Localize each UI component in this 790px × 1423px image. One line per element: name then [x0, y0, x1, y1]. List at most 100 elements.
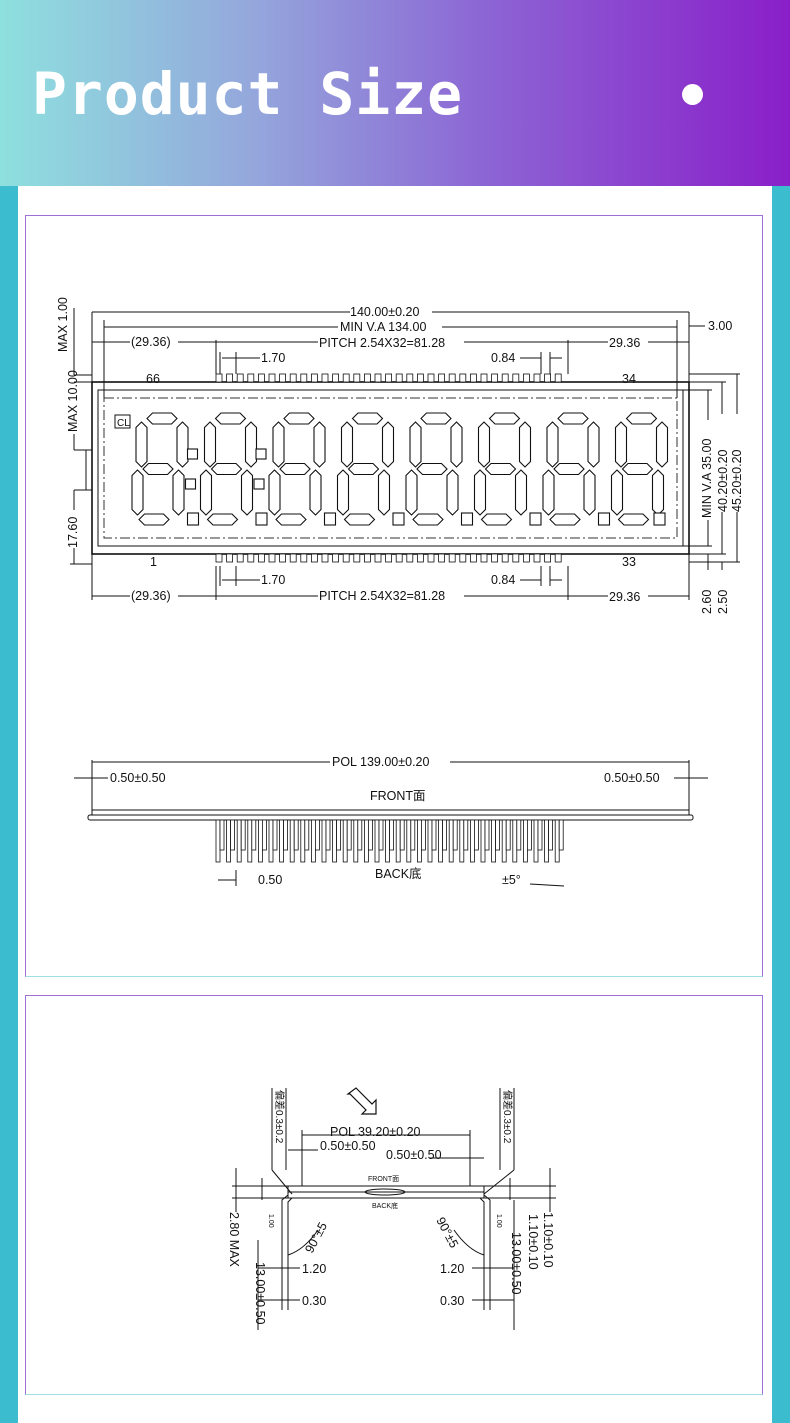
digit-segment — [409, 421, 422, 468]
digit-segment — [203, 421, 217, 468]
decimal-point — [529, 512, 542, 526]
digit-segment — [214, 412, 247, 425]
side-pin-back — [251, 819, 257, 851]
side-pin — [406, 819, 412, 863]
glass-thk-2-dim: 1.10±0.10 — [526, 1214, 540, 1270]
pin-1-20-right-dim: 1.20 — [440, 1262, 464, 1276]
angle-dim: ±5° — [502, 873, 521, 887]
bottom-pin — [300, 553, 308, 563]
bottom-pin — [469, 553, 477, 563]
side-pin-back — [420, 819, 426, 851]
bottom-pin — [501, 553, 509, 563]
digit-segment — [377, 469, 391, 516]
top-pin — [469, 373, 477, 383]
side-pin — [416, 819, 422, 863]
side-pin — [469, 819, 475, 863]
digit-segment — [138, 513, 170, 526]
top-pin — [427, 373, 435, 383]
digit-segment — [244, 421, 258, 468]
bottom-pin — [353, 553, 361, 563]
top-pin — [459, 373, 467, 383]
height-45-20-dim: 45.20±0.20 — [730, 449, 744, 512]
side-pin — [289, 819, 295, 863]
side-pin — [363, 819, 369, 863]
top-pin — [480, 373, 488, 383]
digit-segment — [347, 462, 380, 476]
colon-dot — [253, 478, 265, 490]
digit-segment — [206, 513, 239, 526]
digit-segment — [240, 469, 254, 516]
side-pin — [480, 819, 486, 863]
digit-segment — [625, 412, 658, 425]
end-back-label: BACK底 — [372, 1201, 398, 1210]
top-pin — [501, 373, 509, 383]
digit-segment — [587, 421, 600, 468]
side-pin-back — [399, 819, 405, 851]
pitch-top-dim: PITCH 2.54X32=81.28 — [319, 336, 445, 350]
digit-segment — [176, 421, 189, 468]
side-pin-back — [463, 819, 469, 851]
height-17-60-dim: 17.60 — [66, 517, 80, 548]
digit-segment — [546, 421, 559, 468]
pol-left-end-dim: 0.50±0.50 — [320, 1139, 376, 1153]
pin-width-top-dim: 1.70 — [261, 351, 285, 365]
bottom-pin-row — [215, 553, 562, 563]
top-pin — [247, 373, 255, 383]
side-pin-back — [516, 819, 522, 851]
side-pin — [523, 819, 528, 863]
end-front-label: FRONT面 — [368, 1175, 399, 1183]
decimal-point — [186, 512, 200, 526]
side-pin-back — [346, 819, 352, 851]
top-pin — [416, 373, 424, 383]
side-pin — [321, 819, 327, 863]
bottom-pin — [554, 553, 562, 563]
pin-spacing-dim: 0.50 — [258, 873, 282, 887]
digit-segment — [480, 513, 513, 526]
bottom-pin — [310, 553, 318, 563]
side-pin — [448, 819, 454, 863]
digit-segment — [621, 462, 654, 476]
digit-segment — [583, 469, 596, 516]
pol-width-end-dim: POL 39.20±0.20 — [330, 1125, 421, 1139]
side-pin-back — [367, 819, 373, 851]
top-pin — [300, 373, 308, 383]
top-pin — [523, 373, 530, 383]
min-va-width-dim: MIN V.A 134.00 — [340, 320, 426, 334]
right-note-dim: 偏差0.3±0.2 — [501, 1090, 514, 1144]
colon-dot — [186, 448, 199, 460]
side-pin-back — [314, 819, 320, 851]
bottom-pin — [533, 553, 541, 563]
side-pin-back — [378, 819, 384, 851]
pin-0-30-right-dim: 0.30 — [440, 1294, 464, 1308]
side-pin — [353, 819, 359, 863]
digit-segment — [610, 469, 624, 516]
right-side-bar — [772, 186, 790, 1423]
min-va-height-dim: MIN V.A 35.00 — [700, 439, 714, 518]
right-margin-top-dim: 29.36 — [609, 336, 640, 350]
decimal-point — [653, 512, 666, 526]
digit-segment — [412, 513, 444, 526]
digit-segment — [651, 469, 665, 516]
side-pin-back — [325, 819, 331, 851]
top-pin — [310, 373, 318, 383]
bottom-pin — [523, 553, 530, 563]
decimal-point — [392, 512, 405, 526]
digit-segment — [340, 421, 354, 468]
dim-2-50: 2.50 — [716, 590, 730, 614]
len-right-dim: 13.00±0.50 — [509, 1232, 523, 1295]
top-pin — [363, 373, 371, 383]
digit-segment — [557, 412, 589, 425]
left-margin-top-dim: (29.36) — [131, 335, 171, 349]
bottom-pin — [448, 553, 456, 563]
digit-segment — [199, 469, 213, 516]
bottom-pin — [321, 553, 329, 563]
top-pin — [332, 373, 340, 383]
side-pin-back — [548, 819, 553, 851]
top-pin — [226, 373, 234, 383]
pin-label-1: 1 — [150, 555, 157, 569]
bottom-pin — [427, 553, 435, 563]
pol-right-end-dim: 0.50±0.50 — [386, 1148, 442, 1162]
angle-right-dim: 90°±5 — [433, 1215, 461, 1251]
top-pin — [406, 373, 414, 383]
side-pin — [247, 819, 253, 863]
